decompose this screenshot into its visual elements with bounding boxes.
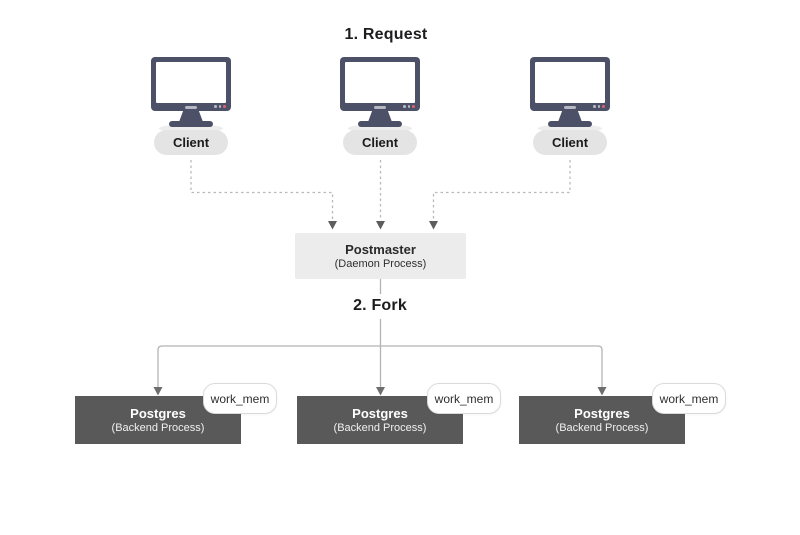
fork-bracket-line — [157, 345, 603, 388]
monitor-stand-base — [169, 121, 213, 127]
work-mem-label: work_mem — [434, 391, 494, 406]
monitor-stand-neck — [558, 111, 582, 122]
backend-title: Postgres — [130, 406, 186, 421]
monitor-stand-base — [358, 121, 402, 127]
client1-to-postmaster-line — [190, 160, 334, 219]
monitor-bezel — [151, 57, 231, 111]
power-dot-icon — [223, 105, 226, 108]
step-label-fork: 2. Fork — [330, 294, 430, 319]
work-mem-label: work_mem — [210, 391, 270, 406]
backend-title: Postgres — [352, 406, 408, 421]
client-label: Client — [172, 135, 210, 150]
arrowhead-icon — [376, 221, 385, 230]
monitor-indicator-dots — [403, 105, 415, 109]
client-label: Client — [361, 135, 399, 150]
monitor-stand-base — [548, 121, 592, 127]
indicator-dot-icon — [214, 105, 217, 108]
postmaster-subtitle: (Daemon Process) — [334, 258, 427, 270]
arrowhead-icon — [597, 387, 607, 396]
indicator-dot-icon — [403, 105, 406, 108]
postmaster-title: Postmaster — [345, 242, 416, 257]
monitor-bezel — [530, 57, 610, 111]
arrowhead-icon — [429, 221, 438, 230]
client-node-2: Client — [340, 57, 420, 157]
power-dot-icon — [602, 105, 605, 108]
monitor-screen — [156, 62, 226, 103]
monitor-icon — [340, 57, 420, 135]
backend-subtitle: (Backend Process) — [555, 422, 649, 434]
monitor-stand-neck — [179, 111, 203, 122]
monitor-indicator-dots — [593, 105, 605, 109]
step-label-request: 1. Request — [344, 26, 428, 43]
client-label-pill: Client — [533, 130, 607, 155]
work-mem-badge-1: work_mem — [203, 383, 277, 414]
indicator-dot-icon — [597, 105, 600, 108]
dashed-request-connectors — [190, 160, 571, 219]
backend-subtitle: (Backend Process) — [111, 422, 205, 434]
postmaster-box: Postmaster (Daemon Process) — [295, 233, 466, 279]
indicator-dot-icon — [407, 105, 410, 108]
client-label: Client — [551, 135, 589, 150]
monitor-bezel — [340, 57, 420, 111]
backend-subtitle: (Backend Process) — [333, 422, 427, 434]
monitor-screen — [535, 62, 605, 103]
work-mem-badge-2: work_mem — [427, 383, 501, 414]
backend-node-2: Postgres (Backend Process) — [297, 396, 463, 444]
arrowhead-icon — [328, 221, 337, 230]
indicator-dot-icon — [218, 105, 221, 108]
monitor-indicator-dots — [214, 105, 226, 109]
work-mem-badge-3: work_mem — [652, 383, 726, 414]
monitor-shadow — [538, 124, 602, 133]
client3-to-postmaster-line — [432, 160, 571, 219]
monitor-stand-neck — [368, 111, 392, 122]
monitor-icon — [151, 57, 231, 135]
monitor-screen — [345, 62, 415, 103]
work-mem-label: work_mem — [659, 391, 719, 406]
monitor-logo-bar — [185, 105, 197, 109]
backend-title: Postgres — [574, 406, 630, 421]
client-label-pill: Client — [343, 130, 417, 155]
arrowhead-icon — [153, 387, 163, 396]
client-node-3: Client — [530, 57, 610, 157]
monitor-icon — [530, 57, 610, 135]
monitor-shadow — [159, 124, 223, 133]
client-node-1: Client — [151, 57, 231, 157]
client-label-pill: Client — [154, 130, 228, 155]
arrowhead-icon — [376, 387, 385, 396]
indicator-dot-icon — [593, 105, 596, 108]
solid-arrowheads — [153, 387, 607, 396]
power-dot-icon — [412, 105, 415, 108]
monitor-logo-bar — [374, 105, 386, 109]
monitor-logo-bar — [564, 105, 576, 109]
dashed-arrowheads — [328, 221, 438, 230]
monitor-shadow — [348, 124, 412, 133]
